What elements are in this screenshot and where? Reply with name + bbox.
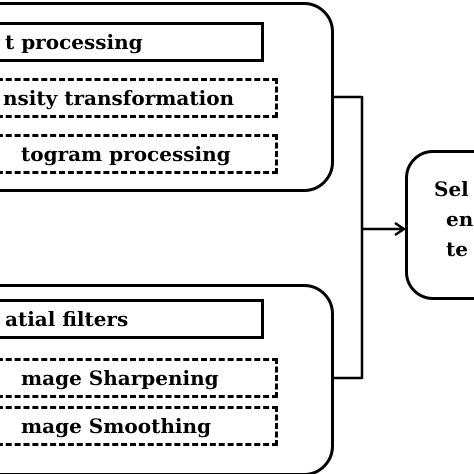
result-box: Sel en te xyxy=(405,150,474,300)
result-line-2: en xyxy=(446,207,474,231)
top-group-item-box-1: nsity transformation xyxy=(0,78,278,118)
bottom-group-item-label-1: mage Sharpening xyxy=(21,366,219,390)
top-group-item-label-2: togram processing xyxy=(21,142,231,166)
bottom-group-item-label-2: mage Smoothing xyxy=(21,414,211,438)
bottom-group-item-box-1: mage Sharpening xyxy=(0,358,278,398)
bottom-group-header-label: atial filters xyxy=(5,307,129,331)
bottom-group-header-box: atial filters xyxy=(0,299,264,339)
bottom-group-item-box-2: mage Smoothing xyxy=(0,406,278,446)
result-line-1: Sel xyxy=(434,177,469,201)
top-group-header-label: t processing xyxy=(5,30,143,54)
top-group-header-box: t processing xyxy=(0,22,264,62)
top-group-item-box-2: togram processing xyxy=(0,134,278,174)
arrowhead xyxy=(394,221,407,237)
result-line-3: te xyxy=(446,237,468,261)
top-group-item-label-1: nsity transformation xyxy=(3,86,235,110)
